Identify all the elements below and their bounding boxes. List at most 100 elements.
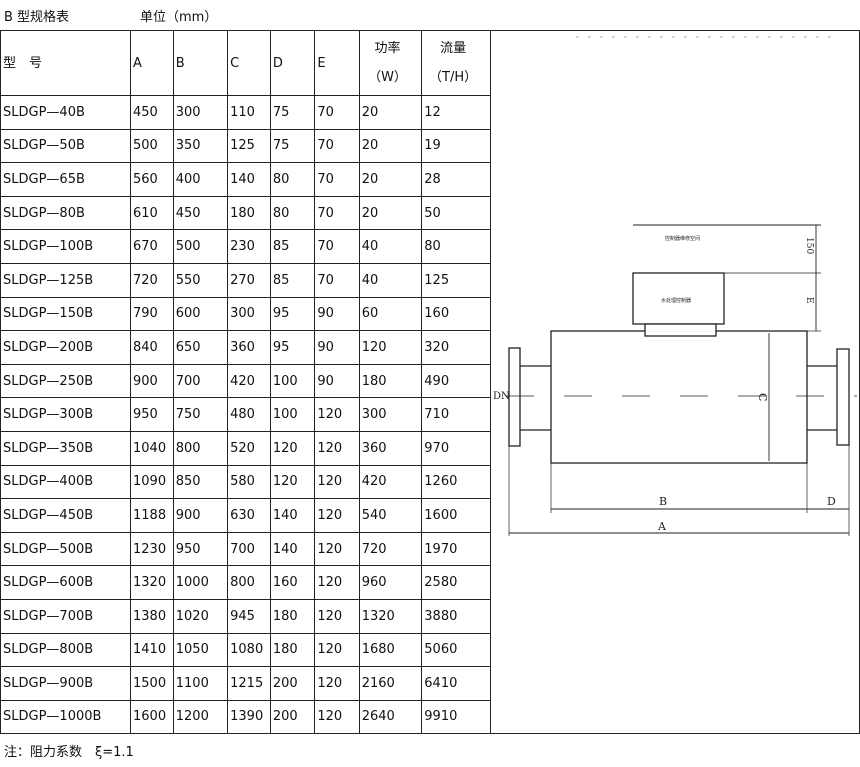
cell-power: 1320 — [358, 598, 423, 634]
footnote: 注：阻力系数 ξ=1.1 — [4, 745, 134, 760]
cell-model: SLDGP—900B — [0, 666, 131, 701]
cell-d: 180 — [269, 598, 316, 634]
power-unit: （W） — [368, 70, 407, 85]
cell-b: 450 — [172, 195, 229, 231]
cell-c: 800 — [227, 565, 271, 600]
cell-d: 180 — [269, 632, 316, 668]
power-label: 功率 — [374, 41, 401, 56]
cell-a: 790 — [130, 296, 174, 332]
cell-model: SLDGP—250B — [0, 363, 131, 399]
cell-c: 270 — [227, 262, 271, 298]
cell-e: 70 — [314, 162, 360, 197]
cell-e: 70 — [314, 262, 360, 298]
cell-e: 70 — [314, 229, 360, 264]
cell-e: 120 — [314, 666, 360, 701]
cell-power: 40 — [358, 262, 423, 298]
cell-e: 90 — [314, 363, 360, 399]
cell-d: 80 — [269, 162, 316, 197]
cell-e: 70 — [314, 95, 360, 130]
cell-a: 1188 — [130, 498, 174, 533]
cell-d: 160 — [269, 565, 316, 600]
e-dim-label: E — [804, 297, 814, 304]
dn-label: DN — [493, 391, 510, 402]
cell-b: 350 — [172, 128, 229, 164]
cell-power: 20 — [358, 95, 423, 130]
unit-label: 单位（mm） — [140, 10, 218, 25]
cell-model: SLDGP—65B — [0, 162, 131, 197]
cell-model: SLDGP—300B — [0, 397, 131, 432]
header-d: D — [269, 30, 316, 96]
cell-power: 20 — [358, 195, 423, 231]
cell-flow: 1600 — [421, 498, 491, 533]
cell-flow: 28 — [421, 162, 491, 197]
controller-base — [644, 323, 717, 337]
cell-flow: 6410 — [421, 666, 491, 701]
left-flange — [508, 347, 521, 447]
cell-model: SLDGP—100B — [0, 229, 131, 264]
cell-flow: 490 — [421, 363, 491, 399]
cell-a: 1230 — [130, 531, 174, 567]
cell-flow: 125 — [421, 262, 491, 298]
cell-model: SLDGP—125B — [0, 262, 131, 298]
c-dim-label: C — [756, 393, 769, 401]
cell-a: 1090 — [130, 464, 174, 500]
header-row: 型 号 A B C D E 功率（W） 流量（T/H） — [0, 29, 860, 735]
cell-d: 85 — [269, 262, 316, 298]
cell-d: 100 — [269, 363, 316, 399]
cell-model: SLDGP—500B — [0, 531, 131, 567]
cell-model: SLDGP—350B — [0, 430, 131, 466]
cell-e: 120 — [314, 699, 360, 735]
cell-flow: 12 — [421, 95, 491, 130]
cell-c: 1390 — [227, 699, 271, 735]
cell-c: 1215 — [227, 666, 271, 701]
cell-model: SLDGP—50B — [0, 128, 131, 164]
cell-model: SLDGP—200B — [0, 330, 131, 365]
cell-d: 85 — [269, 229, 316, 264]
cell-model: SLDGP—450B — [0, 498, 131, 533]
right-flange — [836, 348, 850, 446]
a-dim-label: A — [657, 520, 667, 533]
cell-c: 480 — [227, 397, 271, 432]
cell-flow: 970 — [421, 430, 491, 466]
cell-power: 2640 — [358, 699, 423, 735]
cell-a: 560 — [130, 162, 174, 197]
cell-b: 950 — [172, 531, 229, 567]
cell-a: 720 — [130, 262, 174, 298]
cell-c: 360 — [227, 330, 271, 365]
cell-flow: 1970 — [421, 531, 491, 567]
cell-power: 420 — [358, 464, 423, 500]
cell-a: 1600 — [130, 699, 174, 735]
cell-power: 60 — [358, 296, 423, 332]
cell-model: SLDGP—80B — [0, 195, 131, 231]
cell-power: 20 — [358, 162, 423, 197]
maintenance-space-label: 控制器维修空间 — [665, 235, 700, 242]
cell-a: 1380 — [130, 598, 174, 634]
cell-e: 120 — [314, 430, 360, 466]
150-dim-label: 150 — [804, 237, 814, 254]
spec-table: 型 号 A B C D E 功率（W） 流量（T/H） — [0, 29, 860, 735]
cell-d: 95 — [269, 330, 316, 365]
cell-e: 120 — [314, 498, 360, 533]
cell-d: 140 — [269, 498, 316, 533]
cell-b: 800 — [172, 430, 229, 466]
cell-flow: 50 — [421, 195, 491, 231]
cell-c: 180 — [227, 195, 271, 231]
cell-c: 125 — [227, 128, 271, 164]
cell-c: 230 — [227, 229, 271, 264]
cell-flow: 2580 — [421, 565, 491, 600]
header-c: C — [227, 30, 271, 96]
cell-c: 1080 — [227, 632, 271, 668]
cell-b: 550 — [172, 262, 229, 298]
cell-b: 850 — [172, 464, 229, 500]
cell-e: 120 — [314, 397, 360, 432]
cell-c: 580 — [227, 464, 271, 500]
cell-model: SLDGP—1000B — [0, 699, 131, 735]
flow-unit: （T/H） — [429, 70, 478, 85]
cell-b: 650 — [172, 330, 229, 365]
cell-d: 75 — [269, 128, 316, 164]
cell-a: 950 — [130, 397, 174, 432]
